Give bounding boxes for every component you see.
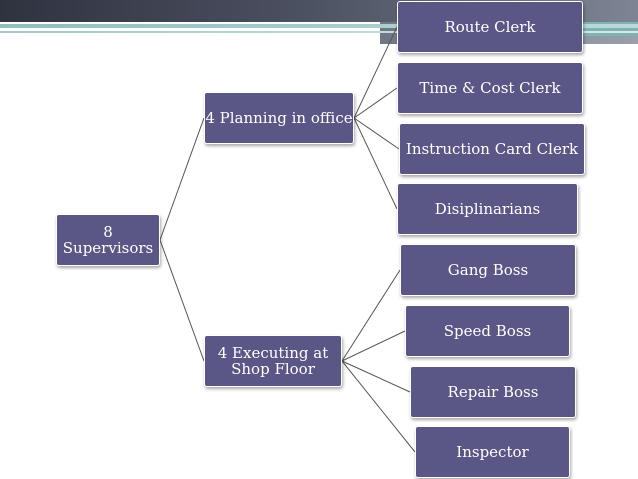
connector-planning-p3 <box>353 117 398 210</box>
node-label: Instruction Card Clerk <box>405 140 579 158</box>
node-label: Time & Cost Clerk <box>419 79 561 97</box>
node-instruction-card-clerk: Instruction Card Clerk <box>399 123 585 175</box>
connector-executing-e3 <box>341 360 416 453</box>
node-speed-boss: Speed Boss <box>405 305 570 357</box>
node-inspector: Inspector <box>415 426 570 478</box>
connector-planning-p0 <box>353 26 398 119</box>
node-disiplinarians: Disiplinarians <box>397 183 578 235</box>
node-label: Inspector <box>456 443 529 461</box>
connector-executing-e1 <box>341 330 406 362</box>
node-repair-boss: Repair Boss <box>410 366 576 418</box>
node-8-supervisors: 8 Supervisors <box>56 214 160 266</box>
node-label: Repair Boss <box>447 383 539 401</box>
node-label: 4 Executing at Shop Floor <box>217 344 329 378</box>
connector-executing-e0 <box>341 269 401 362</box>
accent-stripe-thin <box>0 31 638 33</box>
node-label: Disiplinarians <box>434 200 541 218</box>
node-label: Route Clerk <box>444 18 536 36</box>
node-label: 8 Supervisors <box>62 223 154 257</box>
node-executing-at-shop-floor: 4 Executing at Shop Floor <box>204 335 342 387</box>
node-time-cost-clerk: Time & Cost Clerk <box>397 62 583 114</box>
node-label: Speed Boss <box>443 322 532 340</box>
node-label: 4 Planning in office <box>205 109 353 127</box>
accent-stripe <box>0 24 638 28</box>
node-planning-in-office: 4 Planning in office <box>204 92 354 144</box>
connector-planning-p2 <box>353 117 400 150</box>
connector-executing-e2 <box>341 360 411 393</box>
node-label: Gang Boss <box>447 261 529 279</box>
connector-root-executing <box>159 239 205 362</box>
connector-root-planning <box>159 117 205 241</box>
node-route-clerk: Route Clerk <box>397 1 583 53</box>
node-gang-boss: Gang Boss <box>400 244 576 296</box>
connector-planning-p1 <box>353 87 398 119</box>
